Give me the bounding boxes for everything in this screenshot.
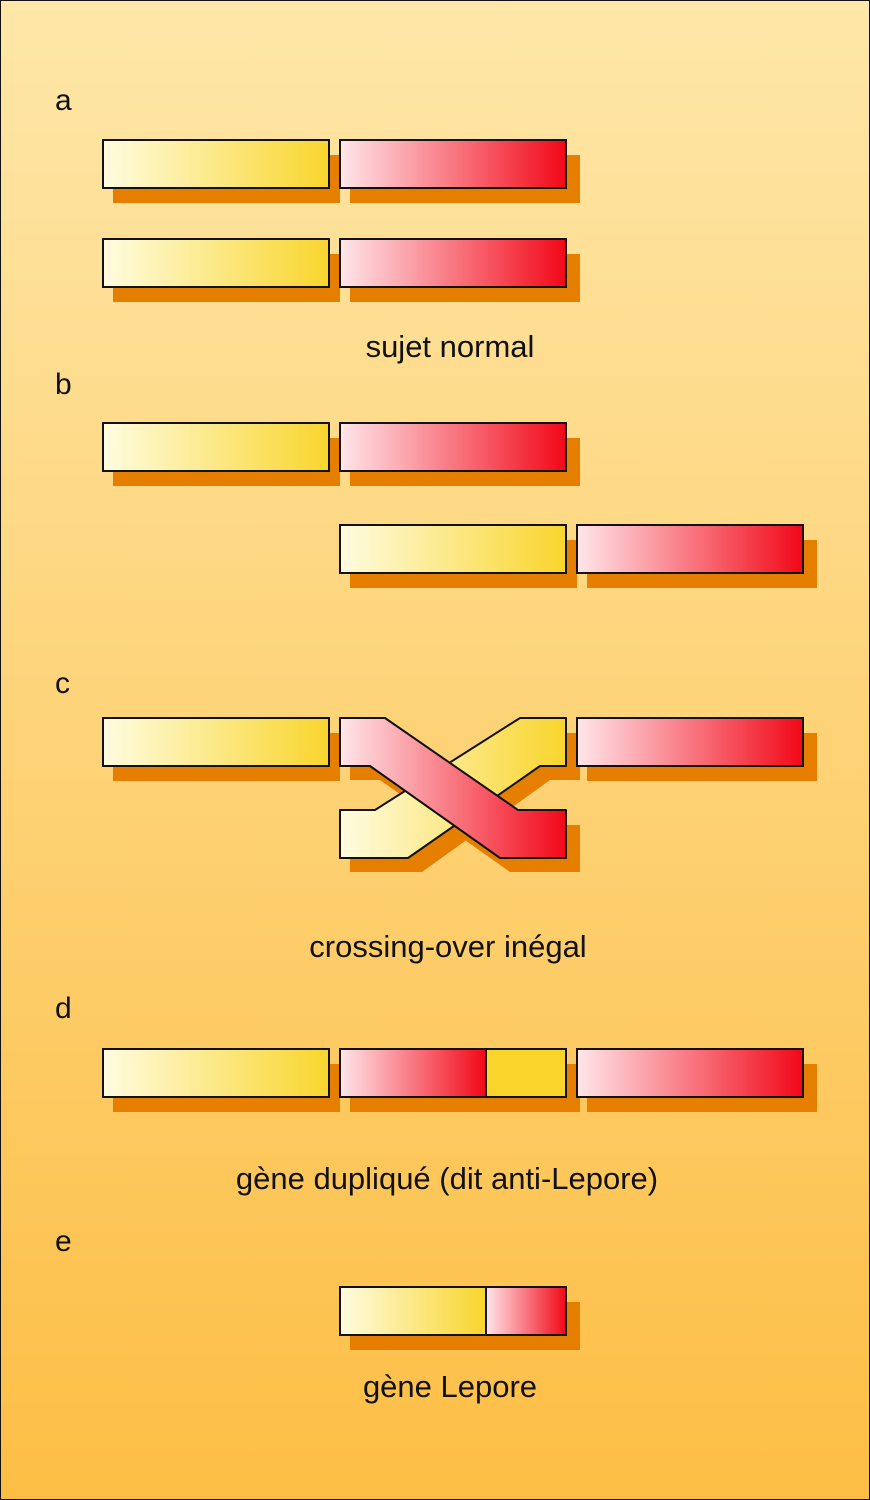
gene-block-yellow: [102, 139, 330, 189]
panel-d-letter: d: [55, 992, 72, 1025]
panel-b-chromosome-1: [102, 422, 580, 486]
panel-d-chromosome: [102, 1048, 817, 1112]
panel-a-caption: sujet normal: [366, 329, 535, 364]
gene-block-yellow: [102, 1048, 330, 1098]
panel-d-caption: gène dupliqué (dit anti-Lepore): [236, 1161, 658, 1196]
gene-block-red: [576, 1048, 804, 1098]
panel-b-letter: b: [55, 368, 72, 401]
gene-block-red: [339, 422, 567, 472]
panel-c-crossover: [102, 717, 817, 872]
gene-block-yellow: [102, 238, 330, 288]
panel-c-caption: crossing-over inégal: [309, 929, 586, 964]
gene-block-red: [576, 717, 804, 767]
gene-block-red: [576, 524, 804, 574]
panel-e-letter: e: [55, 1225, 72, 1258]
panel-e-lepore-gene: [339, 1286, 580, 1350]
hybrid-part-yellow: [485, 1048, 567, 1098]
gene-block-yellow: [102, 422, 330, 472]
panel-c-letter: c: [55, 667, 70, 700]
gene-block-yellow: [102, 717, 330, 767]
panel-a-letter: a: [55, 84, 72, 117]
hybrid-part-red: [485, 1286, 567, 1336]
hybrid-part-yellow: [339, 1286, 487, 1336]
panel-b-chromosome-2: [339, 524, 817, 588]
crossover-strand-red: [339, 717, 567, 859]
panel-e-caption: gène Lepore: [363, 1369, 537, 1404]
gene-block-red: [339, 238, 567, 288]
gene-block-red: [339, 139, 567, 189]
panel-a-chromosome-2: [102, 238, 580, 302]
hybrid-part-red: [339, 1048, 487, 1098]
panel-a-chromosome-1: [102, 139, 580, 203]
hybrid-gene-anti-lepore: [339, 1048, 567, 1098]
gene-block-yellow: [339, 524, 567, 574]
